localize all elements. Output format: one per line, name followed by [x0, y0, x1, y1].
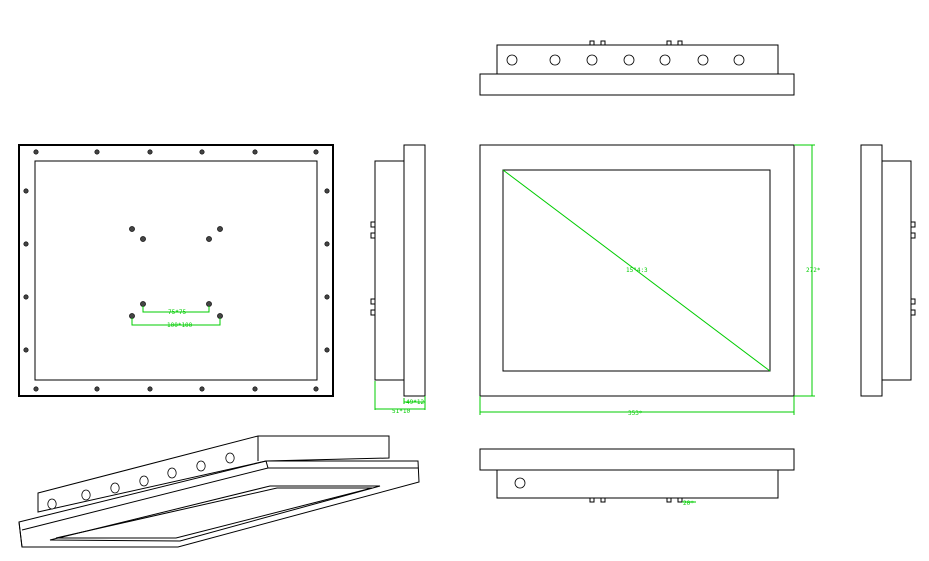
front-height-label: 272* — [806, 267, 821, 274]
top-view-tabs — [589, 40, 683, 46]
front-dimension-lines: 15"4:3 272* 353* — [479, 144, 821, 417]
isometric-view — [18, 435, 420, 548]
side-total-label: 51*10 — [392, 408, 410, 415]
right-side-view — [860, 144, 916, 397]
back-view-vesa-holes — [129, 226, 223, 319]
back-view-perimeter-screws — [23, 149, 330, 392]
bottom-view: 20* — [479, 448, 795, 507]
front-width-label: 353* — [628, 410, 643, 417]
diagonal-label: 15"4:3 — [626, 267, 648, 274]
left-side-view: 49*12 51*10 — [370, 144, 426, 415]
back-view: 75*75 100*100 — [18, 144, 334, 397]
vesa-dimension-lines: 75*75 100*100 — [131, 306, 221, 329]
top-view — [479, 40, 795, 96]
vesa-inner-label: 75*75 — [168, 309, 186, 316]
top-view-ports — [506, 54, 745, 66]
side-depth-label: 49*12 — [406, 399, 424, 406]
bottom-note-label: 20* — [683, 500, 694, 507]
side-dimension-lines: 49*12 51*10 — [374, 381, 426, 415]
isometric-ports — [47, 452, 235, 510]
front-view: 15"4:3 272* 353* — [479, 144, 821, 417]
vesa-outer-label: 100*100 — [167, 322, 193, 329]
bottom-view-port — [514, 477, 526, 489]
